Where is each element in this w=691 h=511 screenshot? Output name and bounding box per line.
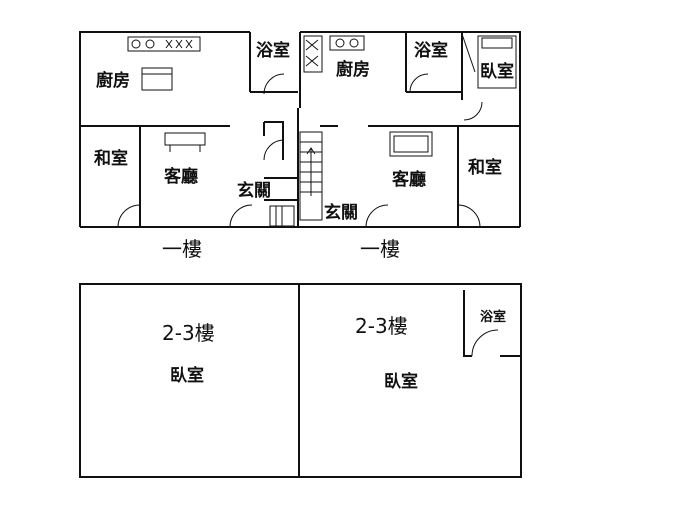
door-swing-lower-bath <box>471 329 499 357</box>
label-kitchen-left: 廚房 <box>96 70 130 91</box>
label-bath-right: 浴室 <box>414 40 448 61</box>
label-floor1-right: 一樓 <box>360 237 400 261</box>
label-entry-right: 玄關 <box>324 202 358 223</box>
label-floor23-left: 2-3樓 <box>162 321 215 345</box>
label-bath-left: 浴室 <box>256 40 290 61</box>
label-tatami-left: 和室 <box>94 148 128 169</box>
label-bedroom-lower-left: 臥室 <box>170 365 204 386</box>
upper-outer-wall <box>79 31 250 227</box>
bed-icon <box>461 33 517 89</box>
label-floor23-right: 2-3樓 <box>355 314 408 338</box>
door-swings <box>117 73 483 228</box>
label-living-left: 客廳 <box>163 166 198 187</box>
label-kitchen-right: 廚房 <box>336 59 370 80</box>
label-entry-left: 玄關 <box>237 180 271 201</box>
label-bath-lower-right: 浴室 <box>480 309 506 325</box>
sofa-right <box>389 131 433 157</box>
label-floor1-left: 一樓 <box>162 237 202 261</box>
label-bedroom-right: 臥室 <box>480 61 514 82</box>
staircase <box>269 131 323 227</box>
lower-outer-wall <box>79 283 522 478</box>
label-living-right: 客廳 <box>391 169 426 190</box>
label-tatami-right: 和室 <box>468 157 502 178</box>
kitchen-counter-left <box>127 36 201 91</box>
label-bedroom-lower-right: 臥室 <box>384 371 418 392</box>
kitchen-counter-right <box>303 35 365 73</box>
sofa-left <box>164 132 206 152</box>
